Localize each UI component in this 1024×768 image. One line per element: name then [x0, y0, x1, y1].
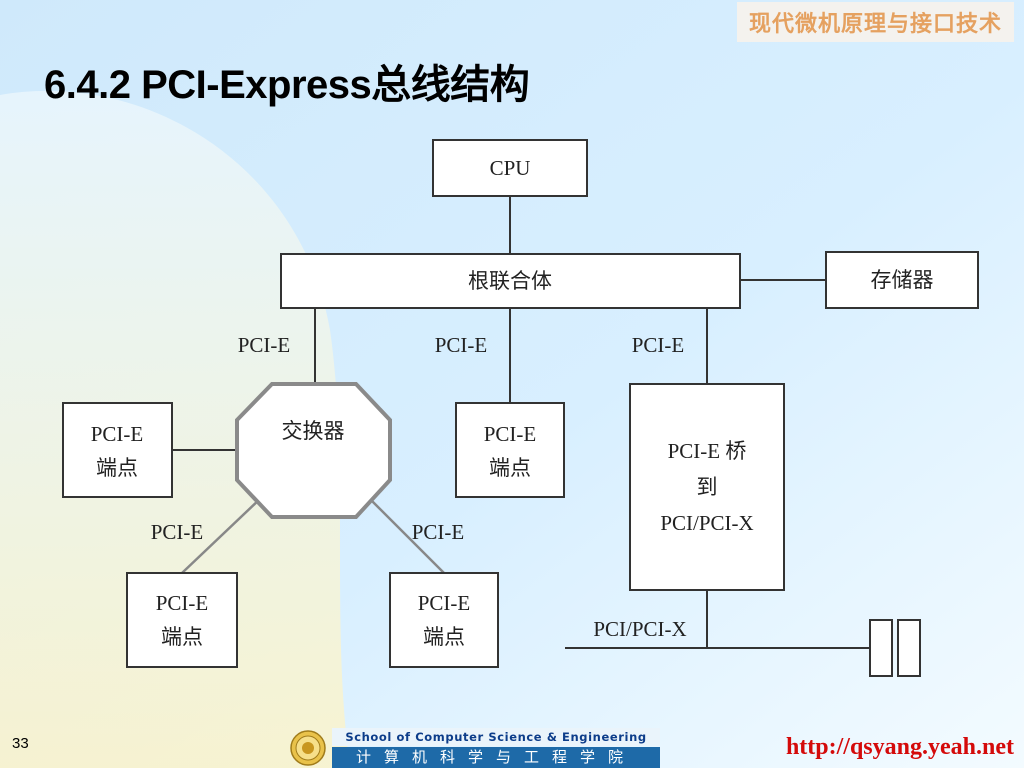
- endpoint-left-line1: PCI-E: [91, 422, 144, 446]
- memory-box: 存储器: [825, 251, 979, 309]
- switch-links: [181, 496, 445, 574]
- cpu-label: CPU: [490, 156, 531, 180]
- endpoint-bottom-left-box: PCI-E 端点: [126, 572, 238, 668]
- link-label-middle: PCI-E: [435, 333, 488, 357]
- endpoint-middle-line1: PCI-E: [484, 422, 537, 446]
- link-label-left: PCI-E: [238, 333, 291, 357]
- school-footer: School of Computer Science & Engineering…: [332, 728, 660, 768]
- school-name-en: School of Computer Science & Engineering: [332, 728, 660, 746]
- bridge-line1: PCI-E 桥: [668, 439, 747, 463]
- endpoint-left-line2: 端点: [96, 456, 138, 480]
- bus-label: PCI/PCI-X: [593, 617, 686, 641]
- root-complex-label: 根联合体: [468, 269, 552, 293]
- school-emblem-icon: [290, 730, 326, 766]
- switch-label: 交换器: [282, 419, 345, 443]
- memory-label: 存储器: [871, 268, 934, 292]
- endpoint-bottom-right-line2: 端点: [423, 625, 465, 649]
- page-number: 33: [12, 735, 29, 752]
- link-label-switch-left: PCI-E: [151, 520, 204, 544]
- bridge-line2: 到: [697, 475, 718, 499]
- endpoint-bottom-right-line1: PCI-E: [418, 591, 471, 615]
- switch-octagon: 交换器: [235, 382, 392, 519]
- endpoint-bottom-left-line2: 端点: [161, 625, 203, 649]
- bus-slots: [869, 619, 921, 677]
- root-complex-box: 根联合体: [280, 253, 741, 309]
- connector-lines: [172, 196, 870, 649]
- school-name-cn: 计算机科学与工程学院: [332, 747, 660, 768]
- slide-title: 6.4.2 PCI-Express总线结构: [44, 63, 530, 107]
- endpoint-middle-line2: 端点: [489, 456, 531, 480]
- course-title: 现代微机原理与接口技术: [736, 2, 1014, 42]
- link-label-switch-right: PCI-E: [412, 520, 465, 544]
- link-label-right: PCI-E: [632, 333, 685, 357]
- bridge-line3: PCI/PCI-X: [660, 511, 753, 535]
- endpoint-bottom-right-box: PCI-E 端点: [389, 572, 499, 668]
- endpoint-middle-box: PCI-E 端点: [455, 402, 565, 498]
- endpoint-bottom-left-line1: PCI-E: [156, 591, 209, 615]
- pcie-bridge-box: PCI-E 桥 到 PCI/PCI-X: [629, 383, 785, 591]
- cpu-box: CPU: [432, 139, 588, 197]
- website-link[interactable]: http://qsyang.yeah.net: [785, 734, 1014, 760]
- endpoint-left-box: PCI-E 端点: [62, 402, 173, 498]
